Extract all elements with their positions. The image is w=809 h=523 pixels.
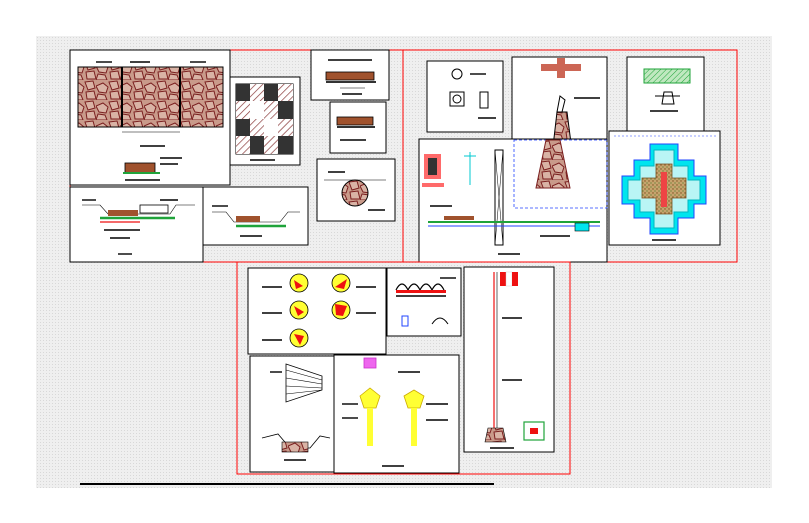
stone-wall-elevation <box>69 49 231 186</box>
round-stone-section <box>316 158 396 222</box>
channel-section-left <box>69 186 204 263</box>
lamp-post-detail <box>333 354 460 474</box>
small-section-a <box>310 49 390 101</box>
bottom-group-frame <box>236 261 571 475</box>
flagpole-site-section <box>418 138 608 263</box>
small-section-b <box>329 101 387 154</box>
flagpole-elevation <box>463 266 555 453</box>
checker-tile-plan <box>229 76 301 166</box>
channel-section-right <box>202 186 309 246</box>
equipment-detail <box>426 60 504 133</box>
arch-detail <box>386 267 462 337</box>
cross-plaza-plan <box>608 130 721 246</box>
topographic-section <box>249 355 335 473</box>
bench-detail <box>626 56 705 132</box>
emblem-details <box>247 267 387 355</box>
